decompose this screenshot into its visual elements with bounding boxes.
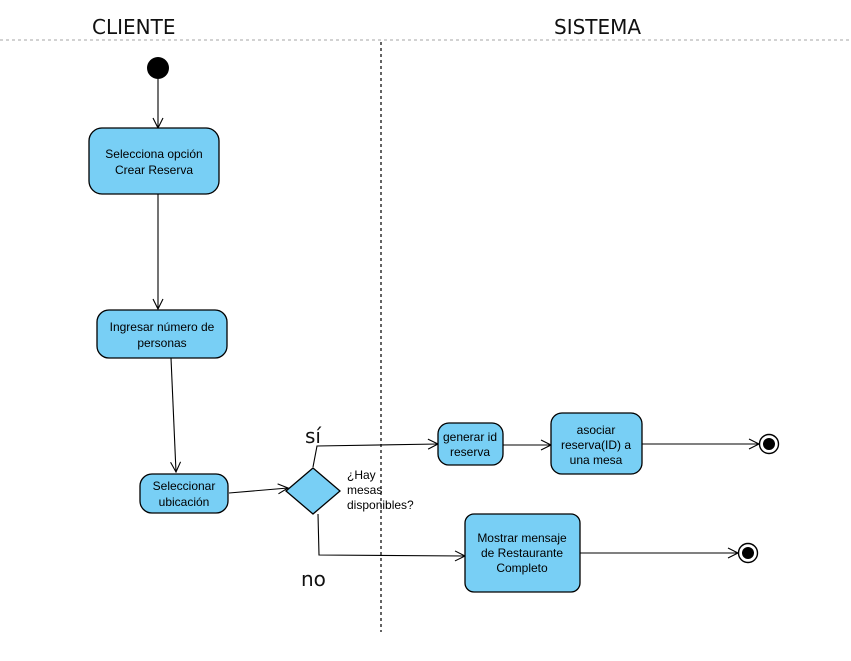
- action-show-message-line-1: Mostrar mensaje: [477, 531, 567, 545]
- final-node-full: [737, 542, 759, 564]
- action-associate-table: asociar reserva(ID) a una mesa: [550, 412, 643, 475]
- action-generate-id-line-2: reserva: [450, 445, 490, 459]
- action-enter-people: Ingresar número de personas: [96, 309, 228, 359]
- action-select-location: Seleccionar ubicación: [139, 473, 229, 514]
- decision-question-line-2: mesas: [347, 483, 382, 497]
- action-enter-people-line-1: Ingresar número de: [110, 320, 215, 334]
- action-select-option-line-2: Crear Reserva: [115, 163, 193, 177]
- lane-title-cliente: CLIENTE: [92, 15, 175, 39]
- flow-select-location-to-decision: [228, 488, 288, 493]
- guard-yes-label: sí: [305, 424, 322, 448]
- initial-node: [147, 57, 169, 79]
- action-generate-id-line-1: generar id: [443, 430, 497, 444]
- decision-node: [284, 467, 342, 515]
- action-associate-line-3: una mesa: [570, 453, 623, 467]
- flow-decision-no: [317, 513, 465, 556]
- action-select-option-line-1: Selecciona opción: [105, 147, 202, 161]
- action-associate-line-1: asociar: [577, 423, 616, 437]
- action-associate-line-2: reserva(ID) a: [561, 438, 631, 452]
- action-select-location-line-1: Seleccionar: [153, 479, 216, 493]
- action-show-message-line-2: de Restaurante: [481, 546, 563, 560]
- guard-no-label: no: [301, 567, 326, 591]
- action-show-message-line-3: Completo: [496, 561, 548, 575]
- action-select-location-line-2: ubicación: [159, 495, 210, 509]
- action-show-message: Mostrar mensaje de Restaurante Completo: [464, 513, 581, 593]
- final-node-reservation: [758, 433, 780, 455]
- action-select-option: Selecciona opción Crear Reserva: [88, 127, 220, 195]
- flow-decision-yes: [312, 444, 438, 468]
- decision-question-line-3: disponibles?: [347, 498, 414, 512]
- flow-enter-people-to-select-location: [171, 357, 176, 472]
- action-generate-id: generar id reserva: [437, 422, 504, 466]
- action-enter-people-line-2: personas: [137, 336, 186, 350]
- lane-title-sistema: SISTEMA: [554, 15, 641, 39]
- decision-question-line-1: ¿Hay: [347, 468, 376, 482]
